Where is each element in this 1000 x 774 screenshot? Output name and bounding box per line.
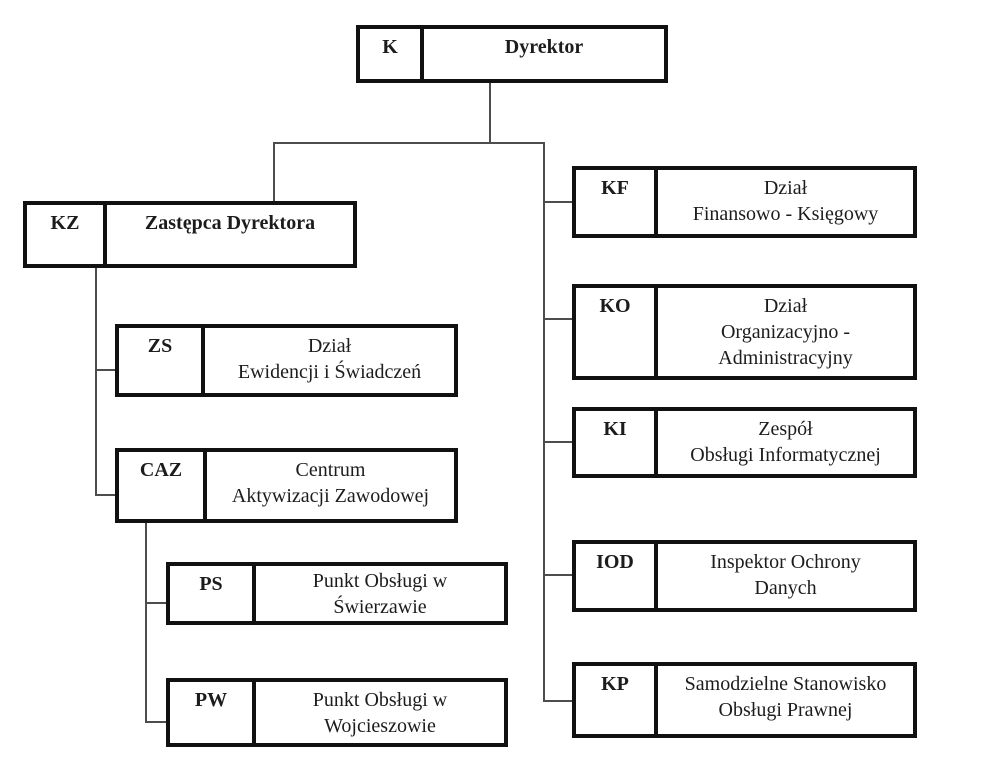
- connector-stub-kf: [543, 201, 573, 203]
- org-node-zs-label: Dział Ewidencji i Świadczeń: [205, 328, 454, 393]
- org-node-kz-label: Zastępca Dyrektora: [107, 205, 353, 264]
- org-node-ki-label: Zespół Obsługi Informatycznej: [658, 411, 913, 474]
- org-node-pw-label: Punkt Obsługi w Wojcieszowie: [256, 682, 504, 743]
- connector-top-horizontal: [273, 142, 545, 144]
- label-line: Samodzielne Stanowisko: [684, 673, 887, 695]
- label-line: Dział: [307, 335, 352, 357]
- org-node-kf: KF Dział Finansowo - Księgowy: [572, 166, 917, 238]
- org-node-kf-code: KF: [576, 170, 658, 234]
- label-line: Danych: [754, 577, 817, 599]
- org-node-zs-code: ZS: [119, 328, 205, 393]
- label-line: Dział: [763, 295, 808, 317]
- connector-kz-spine: [95, 268, 97, 496]
- label-line: Zespół: [758, 418, 813, 440]
- org-node-kp-label: Samodzielne Stanowisko Obsługi Prawnej: [658, 666, 913, 734]
- org-node-pw: PW Punkt Obsługi w Wojcieszowie: [166, 678, 508, 747]
- label-line: Wojcieszowie: [324, 715, 436, 737]
- label-line: Zastępca Dyrektora: [144, 212, 316, 234]
- org-node-zs: ZS Dział Ewidencji i Świadczeń: [115, 324, 458, 397]
- label-line: Inspektor Ochrony: [710, 551, 861, 573]
- org-node-kp: KP Samodzielne Stanowisko Obsługi Prawne…: [572, 662, 917, 738]
- label-line: Obsługi Prawnej: [718, 699, 853, 721]
- label-line: Centrum: [295, 459, 366, 481]
- org-node-ko-label: Dział Organizacyjno - Administracyjny: [658, 288, 913, 376]
- connector-stub-iod: [543, 574, 573, 576]
- label-line: Ewidencji i Świadczeń: [237, 361, 422, 383]
- org-node-ko: KO Dział Organizacyjno - Administracyjny: [572, 284, 917, 380]
- org-node-k: K Dyrektor: [356, 25, 668, 83]
- connector-stub-kp: [543, 700, 573, 702]
- org-node-ps: PS Punkt Obsługi w Świerzawie: [166, 562, 508, 625]
- org-node-iod: IOD Inspektor Ochrony Danych: [572, 540, 917, 612]
- org-node-ki-code: KI: [576, 411, 658, 474]
- connector-stub-ps: [145, 602, 168, 604]
- connector-k-drop: [489, 82, 491, 144]
- connector-stub-ko: [543, 318, 573, 320]
- org-node-caz-label: Centrum Aktywizacji Zawodowej: [207, 452, 454, 519]
- connector-stub-caz: [95, 494, 117, 496]
- label-line: Organizacyjno -: [720, 321, 851, 343]
- org-node-iod-label: Inspektor Ochrony Danych: [658, 544, 913, 608]
- label-line: Obsługi Informatycznej: [690, 444, 881, 466]
- label-line: Świerzawie: [333, 596, 427, 618]
- connector-stub-pw: [145, 721, 168, 723]
- label-line: Punkt Obsługi w: [312, 570, 448, 592]
- org-node-caz-code: CAZ: [119, 452, 207, 519]
- org-node-caz: CAZ Centrum Aktywizacji Zawodowej: [115, 448, 458, 523]
- label-line: Finansowo - Księgowy: [692, 203, 879, 225]
- label-line: Administracyjny: [718, 347, 853, 369]
- label-line: Aktywizacji Zawodowej: [231, 485, 430, 507]
- connector-right-spine: [543, 142, 545, 702]
- connector-caz-spine: [145, 521, 147, 723]
- org-node-ps-label: Punkt Obsługi w Świerzawie: [256, 566, 504, 621]
- connector-kz-drop: [273, 142, 275, 202]
- label-line: Punkt Obsługi w: [312, 689, 448, 711]
- org-node-kp-code: KP: [576, 666, 658, 734]
- org-node-ko-code: KO: [576, 288, 658, 376]
- org-node-kz: KZ Zastępca Dyrektora: [23, 201, 357, 268]
- org-node-ps-code: PS: [170, 566, 256, 621]
- org-node-ki: KI Zespół Obsługi Informatycznej: [572, 407, 917, 478]
- label-line: Dział: [763, 177, 808, 199]
- org-node-pw-code: PW: [170, 682, 256, 743]
- org-node-iod-code: IOD: [576, 544, 658, 608]
- connector-stub-zs: [95, 369, 117, 371]
- label-line: Dyrektor: [504, 36, 584, 58]
- org-node-k-code: K: [360, 29, 424, 79]
- org-node-kz-code: KZ: [27, 205, 107, 264]
- org-node-k-label: Dyrektor: [424, 29, 664, 79]
- org-node-kf-label: Dział Finansowo - Księgowy: [658, 170, 913, 234]
- connector-stub-ki: [543, 441, 573, 443]
